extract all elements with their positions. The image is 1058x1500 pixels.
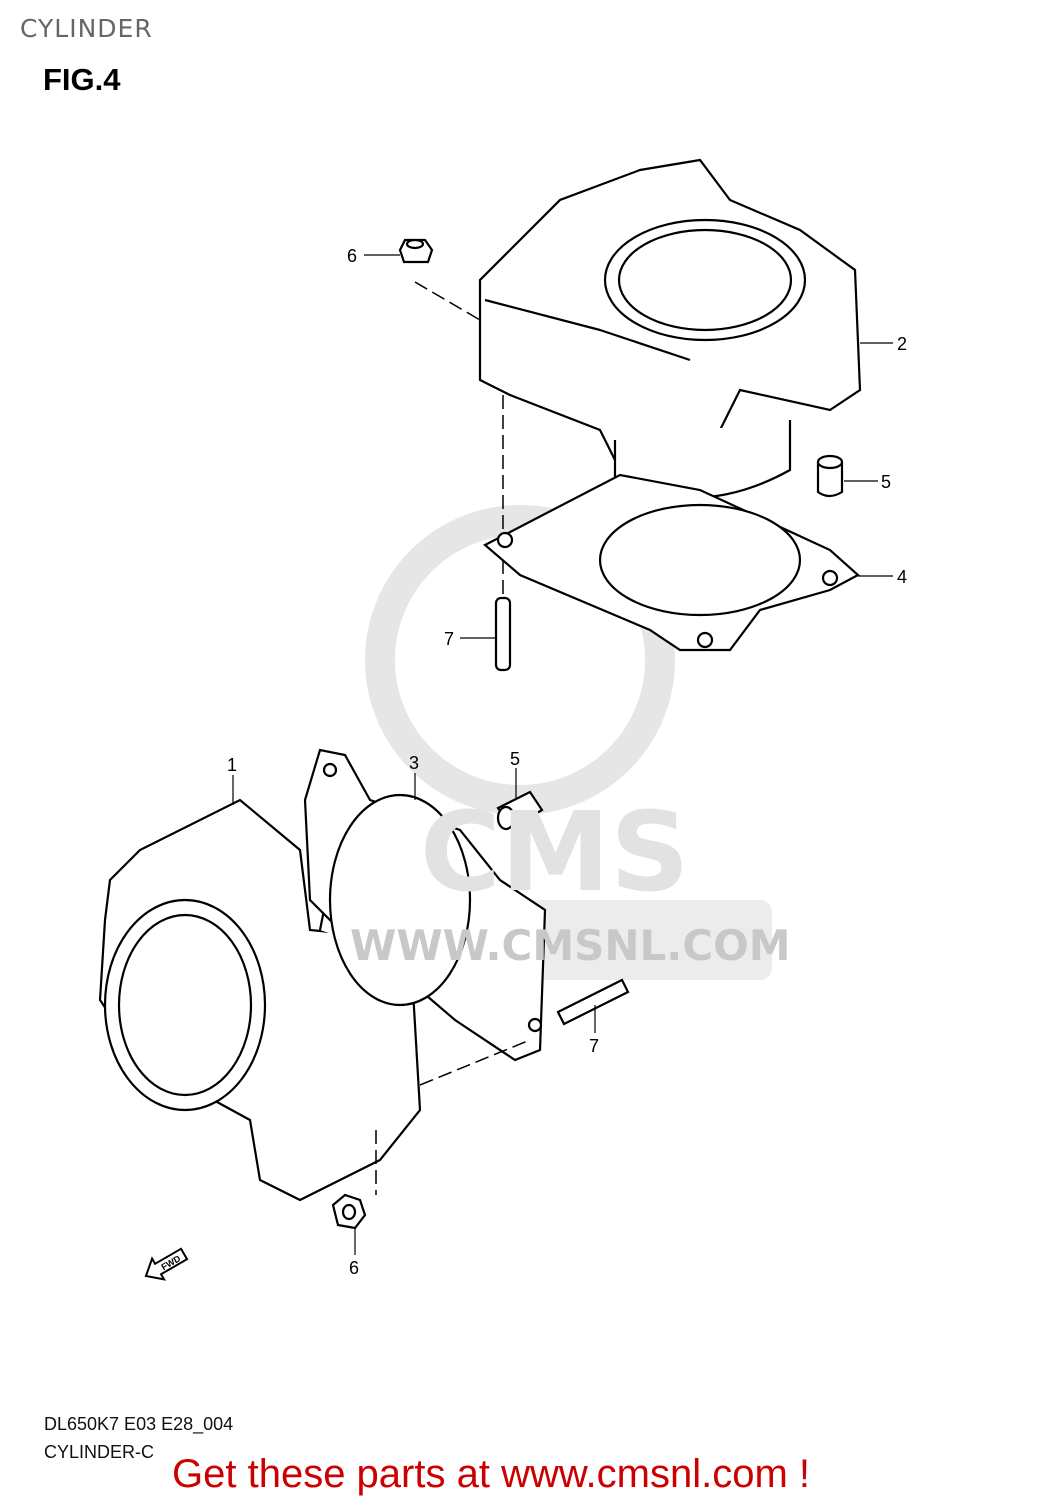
- callout-2[interactable]: 2: [897, 334, 907, 354]
- call-to-action-link[interactable]: Get these parts at www.cmsnl.com !: [172, 1452, 810, 1496]
- watermark: CMS WWW.CMSNL.COM: [350, 788, 791, 970]
- callout-7-lower[interactable]: 7: [589, 1036, 599, 1056]
- section-title: CYLINDER: [20, 14, 153, 43]
- callout-1[interactable]: 1: [227, 755, 237, 775]
- dowel-pin-upper[interactable]: [816, 454, 844, 498]
- callout-6-upper[interactable]: 6: [347, 246, 357, 266]
- diagram-code: CYLINDER-C: [44, 1442, 155, 1462]
- model-code: DL650K7 E03 E28_004: [44, 1414, 234, 1434]
- nut-lower[interactable]: [331, 1193, 367, 1230]
- stud-bolt-upper[interactable]: [494, 596, 512, 672]
- callout-3[interactable]: 3: [409, 753, 419, 773]
- gasket-part-3[interactable]: [303, 748, 547, 1062]
- cylinder-part-2[interactable]: [478, 158, 862, 499]
- gasket-part-4[interactable]: [483, 473, 860, 652]
- callout-4[interactable]: 4: [897, 567, 907, 587]
- callout-5-upper[interactable]: 5: [881, 472, 891, 492]
- forward-arrow-icon: FWD: [144, 1247, 189, 1281]
- dowel-pin-lower[interactable]: [496, 790, 544, 831]
- stud-bolt-lower[interactable]: [556, 978, 630, 1026]
- watermark-url: WWW.CMSNL.COM: [350, 921, 791, 970]
- figure-label: FIG.4: [43, 62, 121, 97]
- callout-5-lower[interactable]: 5: [510, 749, 520, 769]
- watermark-logo: CMS: [420, 788, 689, 916]
- callout-7-upper[interactable]: 7: [444, 629, 454, 649]
- nut-upper[interactable]: [398, 238, 434, 264]
- callout-6-lower[interactable]: 6: [349, 1258, 359, 1278]
